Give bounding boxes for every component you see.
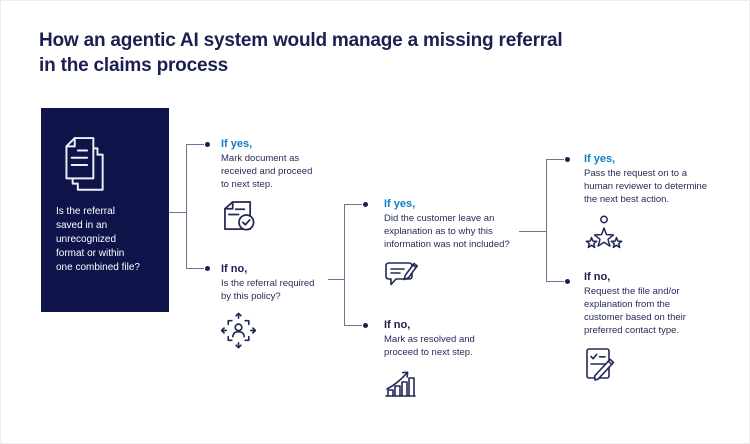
branch-level2-yes: If yes, Did the customer leave an explan… (384, 198, 544, 290)
connector-dot (205, 142, 210, 147)
branch-text-line: proceed to next step. (384, 347, 473, 358)
connector-line (186, 144, 204, 145)
page-title-line1: How an agentic AI system would manage a … (39, 30, 563, 51)
branch-level1-no: If no, Is the referral required by this … (221, 263, 381, 349)
growth-chart-icon (385, 371, 416, 397)
branch-text-line: explanation as to why this (384, 226, 493, 237)
branch-text-line: Did the customer leave an (384, 213, 495, 224)
branch-text-line: Request the file and/or (584, 286, 680, 297)
page-title-line2: in the claims process (39, 55, 229, 76)
branch-text-line: preferred contact type. (584, 325, 680, 336)
documents-stack-icon (65, 137, 104, 191)
branch-label: If no, (221, 263, 248, 275)
connector-dot (565, 279, 570, 284)
person-route-icon (221, 312, 256, 349)
branch-label: If no, (384, 319, 411, 331)
checklist-edit-icon (586, 348, 615, 381)
branch-text-line: information was not included? (384, 239, 510, 250)
branch-label: If no, (584, 271, 611, 283)
root-question-line: unrecognized (56, 234, 117, 245)
connector-line (328, 279, 344, 280)
branch-level1-yes: If yes, Mark document as received and pr… (221, 138, 381, 233)
root-question-line: Is the referral (56, 206, 115, 217)
page-title: How an agentic AI system would manage a … (39, 28, 563, 78)
branch-text-line: to next step. (221, 179, 273, 190)
root-question-text: Is the referral saved in an unrecognized… (56, 205, 140, 275)
reviewer-star-icon (585, 215, 623, 249)
branch-text-line: customer based on their (584, 312, 686, 323)
root-question-line: saved in an (56, 220, 108, 231)
branch-level3-no: If no, Request the file and/or explanati… (584, 271, 744, 382)
connector-line (186, 144, 187, 268)
root-question-line: format or within (56, 248, 125, 259)
connector-line (344, 204, 362, 205)
branch-label: If yes, (221, 138, 253, 150)
connector-line (344, 325, 362, 326)
branch-level3-yes: If yes, Pass the request on to a human r… (584, 153, 744, 251)
connector-dot (565, 157, 570, 162)
branch-text-line: human reviewer to determine (584, 181, 708, 192)
chat-edit-icon (385, 262, 418, 286)
branch-level2-no: If no, Mark as resolved and proceed to n… (384, 319, 544, 398)
branch-text-line: Mark document as (221, 153, 300, 164)
branch-text-line: the next best action. (584, 194, 670, 205)
connector-line (519, 231, 546, 232)
branch-text-line: Is the referral required (221, 278, 315, 289)
branch-text-line: Mark as resolved and (384, 334, 475, 345)
branch-text-line: explanation from the (584, 299, 671, 310)
branch-text-line: Pass the request on to a (584, 168, 687, 179)
connector-line (546, 159, 564, 160)
branch-text-line: received and proceed (221, 166, 313, 177)
document-check-icon (224, 201, 255, 231)
connector-dot (363, 323, 368, 328)
branch-label: If yes, (384, 198, 416, 210)
root-question-box: Is the referral saved in an unrecognized… (41, 108, 169, 312)
branch-text-line: by this policy? (221, 291, 281, 302)
branch-label: If yes, (584, 153, 616, 165)
root-question-line: one combined file? (56, 262, 140, 273)
connector-dot (363, 202, 368, 207)
connector-dot (205, 266, 210, 271)
connector-line (546, 281, 564, 282)
connector-line (344, 204, 345, 325)
connector-line (169, 212, 186, 213)
connector-line (186, 268, 204, 269)
connector-line (546, 159, 547, 281)
